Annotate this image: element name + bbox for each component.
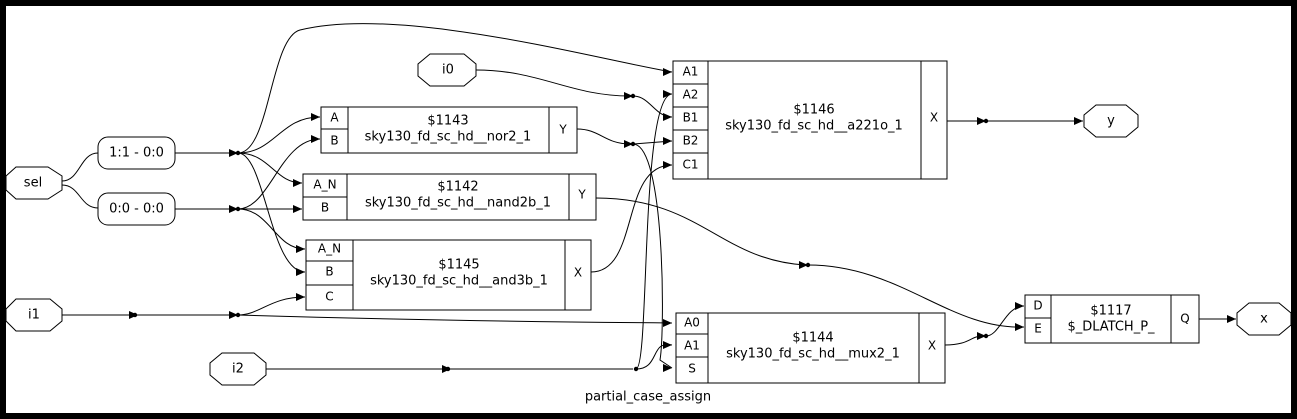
pin-1117-q: Q	[1180, 312, 1189, 326]
wire-s1-a221o-a1	[237, 23, 673, 154]
diagram-title: partial_case_assign	[585, 390, 711, 405]
pin-1145-x: X	[574, 266, 582, 280]
pin-1143-b: B	[330, 134, 338, 148]
pin-1117-e: E	[1034, 322, 1042, 336]
cell-1145: A_N B C $1145 sky130_fd_sc_hd__and3b_1 X	[305, 239, 592, 311]
pin-1145-an: A_N	[318, 242, 341, 256]
cell-1146: A1 A2 B1 B2 C1 $1146 sky130_fd_sc_hd__a2…	[672, 60, 948, 180]
pin-1142-an: A_N	[313, 178, 336, 192]
pin-1146-a2: A2	[683, 88, 699, 102]
cell-1142-id: $1142	[437, 180, 478, 195]
cell-1143-id: $1143	[427, 114, 468, 129]
cell-1146-type: sky130_fd_sc_hd__a221o_1	[725, 119, 903, 134]
cell-1145-id: $1145	[438, 258, 479, 273]
cell-1144-id: $1144	[792, 331, 833, 346]
pin-1144-a1: A1	[684, 339, 700, 353]
wire-i1-and-c	[237, 296, 306, 316]
port-sel: sel	[5, 166, 63, 200]
port-i2-label: i2	[232, 362, 244, 377]
wire-nor-mux-s	[632, 143, 673, 369]
wire-sel-s1	[61, 152, 99, 182]
port-x: x	[1236, 302, 1292, 336]
wire-i1-mux-a0	[237, 314, 673, 324]
pin-1146-a1: A1	[683, 65, 699, 79]
slice-0-label: 0:0 - 0:0	[109, 202, 164, 217]
port-i0: i0	[417, 53, 477, 87]
pin-1146-c1: C1	[682, 158, 698, 172]
wire-nand-out	[595, 197, 806, 266]
cell-1145-type: sky130_fd_sc_hd__and3b_1	[370, 274, 548, 289]
cell-1144: A0 A1 S $1144 sky130_fd_sc_hd__mux2_1 X	[675, 312, 946, 384]
port-x-label: x	[1260, 312, 1268, 327]
wire-s1-and-b	[237, 152, 306, 273]
cell-1117: D E $1117 $_DLATCH_P_ Q	[1024, 294, 1200, 344]
cell-1146-id: $1146	[793, 103, 834, 118]
slice-1: 1:1 - 0:0	[97, 136, 176, 170]
pin-1145-b: B	[325, 265, 333, 279]
wire-i2-a221o-a2	[635, 93, 673, 370]
pin-1145-c: C	[325, 290, 333, 304]
pin-1144-x: X	[928, 339, 936, 353]
cell-1142: A_N B $1142 sky130_fd_sc_hd__nand2b_1 Y	[302, 173, 597, 221]
port-i1-label: i1	[28, 308, 40, 323]
port-i0-label: i0	[442, 63, 454, 78]
cell-1117-id: $1117	[1090, 304, 1131, 319]
pin-1146-x: X	[930, 111, 938, 125]
pin-1144-a0: A0	[684, 316, 700, 330]
pin-1143-y: Y	[558, 123, 567, 137]
cell-1144-type: sky130_fd_sc_hd__mux2_1	[726, 347, 900, 362]
wire-s1-nor-a	[237, 116, 321, 154]
slice-1-label: 1:1 - 0:0	[109, 146, 164, 161]
cell-1143: A B $1143 sky130_fd_sc_hd__nor2_1 Y	[320, 106, 578, 154]
pin-1144-s: S	[688, 362, 696, 376]
port-i2: i2	[209, 352, 267, 386]
wire-s0-nor-b	[237, 138, 321, 210]
cell-1117-type: $_DLATCH_P_	[1067, 320, 1155, 335]
port-sel-label: sel	[24, 176, 42, 191]
wire-sel-s0	[61, 184, 99, 209]
wire-and-c1	[590, 164, 673, 273]
slice-0: 0:0 - 0:0	[97, 192, 176, 226]
port-y-label: y	[1107, 114, 1115, 129]
wire-i0	[475, 69, 631, 97]
wire-nand-dlatch-e	[807, 264, 1025, 328]
pin-1146-b1: B1	[683, 111, 699, 125]
pin-1143-a: A	[330, 111, 339, 125]
pin-1142-b: B	[321, 201, 329, 215]
pin-1142-y: Y	[577, 188, 586, 202]
pin-1146-b2: B2	[683, 134, 699, 148]
port-i1: i1	[5, 298, 63, 332]
cell-1142-type: sky130_fd_sc_hd__nand2b_1	[365, 196, 551, 211]
port-y: y	[1083, 104, 1139, 138]
pin-1117-d: D	[1033, 299, 1042, 313]
cell-1143-type: sky130_fd_sc_hd__nor2_1	[365, 130, 532, 145]
wires	[61, 23, 1236, 373]
